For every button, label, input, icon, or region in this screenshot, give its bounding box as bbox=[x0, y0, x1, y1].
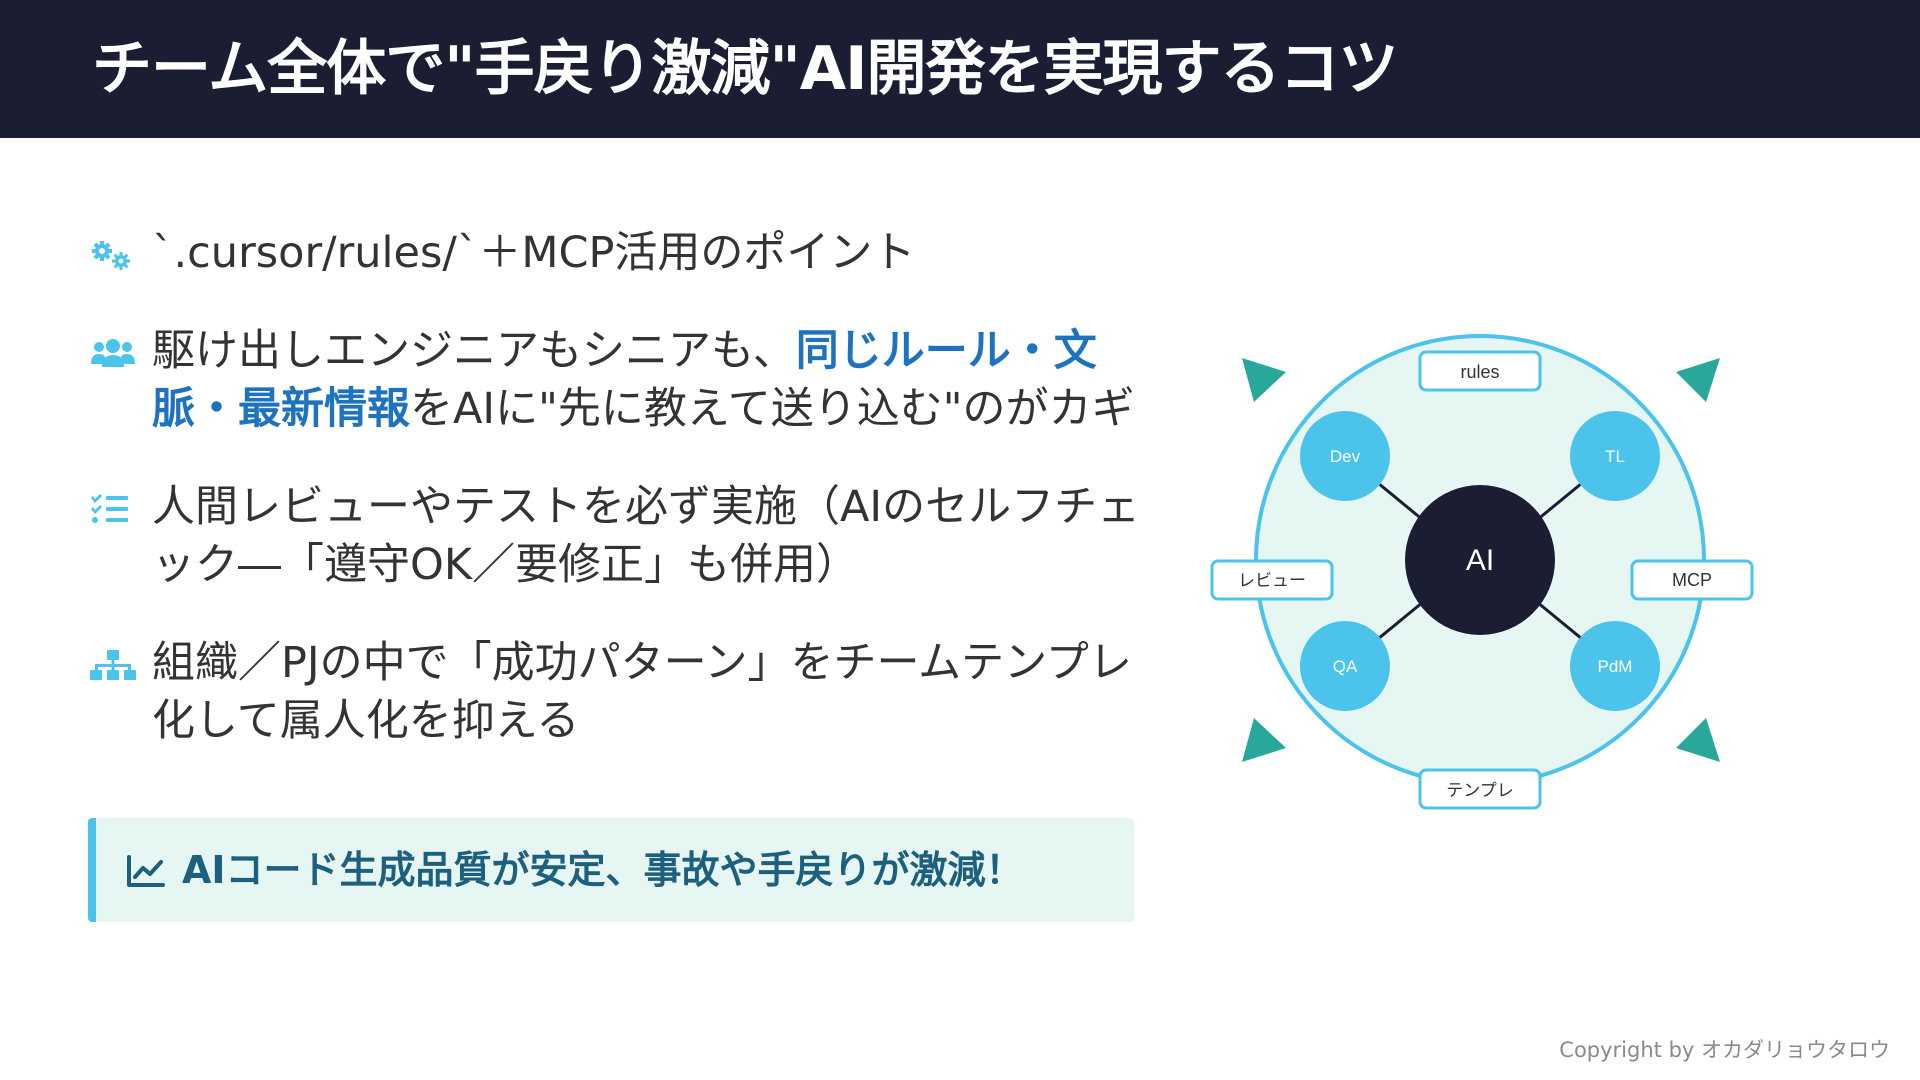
tag-template bbox=[1418, 768, 1542, 810]
node-qa bbox=[1300, 621, 1390, 711]
page-title: チーム全体で"手戻り激減"AI開発を実現するコツ bbox=[92, 34, 1398, 104]
bullet-item: 組織／PJの中で「成功パターン」をチームテンプレ化して属人化を抑える bbox=[88, 634, 1148, 750]
node-tl bbox=[1570, 411, 1660, 501]
tag-review bbox=[1210, 559, 1334, 601]
users-icon bbox=[91, 339, 135, 367]
arrow-top-left bbox=[1242, 358, 1286, 402]
tag-rules bbox=[1418, 350, 1542, 392]
node-pdm-label: PdM bbox=[1598, 657, 1633, 676]
arrow-bottom-left bbox=[1242, 718, 1286, 762]
bullet-text-before: 駆け出しエンジニアもシニアも、 bbox=[152, 326, 796, 376]
node-dev bbox=[1300, 411, 1390, 501]
node-qa-label: QA bbox=[1333, 657, 1358, 676]
arrow-bottom-right bbox=[1676, 718, 1720, 762]
tag-rules-label: rules bbox=[1460, 362, 1499, 382]
bullet-text: 人間レビューやテストを必ず実施（AIのセルフチェック―「遵守OK／要修正」も併用… bbox=[152, 482, 1141, 590]
node-pdm bbox=[1570, 621, 1660, 711]
bullet-text: 組織／PJの中で「成功パターン」をチームテンプレ化して属人化を抑える bbox=[152, 638, 1132, 746]
node-dev-label: Dev bbox=[1330, 447, 1361, 466]
node-ai bbox=[1405, 485, 1555, 635]
title-bar: チーム全体で"手戻り激減"AI開発を実現するコツ bbox=[0, 0, 1920, 138]
copyright-text: Copyright by オカダリョウタロウ bbox=[1559, 1038, 1890, 1062]
bullet-item: `.cursor/rules/`＋MCP活用のポイント bbox=[88, 224, 1052, 282]
tag-mcp bbox=[1630, 559, 1754, 601]
tag-template-label: テンプレ bbox=[1446, 781, 1514, 801]
bullet-item: 駆け出しエンジニアもシニアも、同じルール・文脈・最新情報をAIに"先に教えて送り… bbox=[88, 322, 1148, 438]
bullet-item: 人間レビューやテストを必ず実施（AIのセルフチェック―「遵守OK／要修正」も併用… bbox=[88, 478, 1148, 594]
bullet-list: `.cursor/rules/`＋MCP活用のポイント 駆け出しエンジニアもシニ… bbox=[88, 224, 1148, 750]
bullet-text: `.cursor/rules/`＋MCP活用のポイント bbox=[152, 228, 916, 278]
arrow-top-right bbox=[1676, 358, 1720, 402]
checklist-icon bbox=[91, 494, 128, 523]
tag-mcp-label: MCP bbox=[1672, 570, 1712, 590]
tag-review-label: レビュー bbox=[1238, 571, 1306, 591]
org-chart-icon bbox=[90, 650, 136, 680]
result-callout: AIコード生成品質が安定、事故や手戻りが激減！ bbox=[88, 818, 1134, 922]
node-tl-label: TL bbox=[1605, 447, 1625, 466]
team-ai-diagram: Dev TL QA PdM AI rules レビュー MCP テンプレ bbox=[1210, 334, 1754, 810]
node-ai-label: AI bbox=[1466, 544, 1494, 577]
chart-line-icon bbox=[127, 855, 165, 887]
bullet-text-after: をAIに"先に教えて送り込む"のがカギ bbox=[410, 384, 1135, 434]
callout-text: AIコード生成品質が安定、事故や手戻りが激減！ bbox=[182, 848, 1024, 892]
bullet-highlight: 同じルール・文脈・最新情報 bbox=[152, 326, 1097, 434]
gears-icon bbox=[92, 241, 130, 270]
